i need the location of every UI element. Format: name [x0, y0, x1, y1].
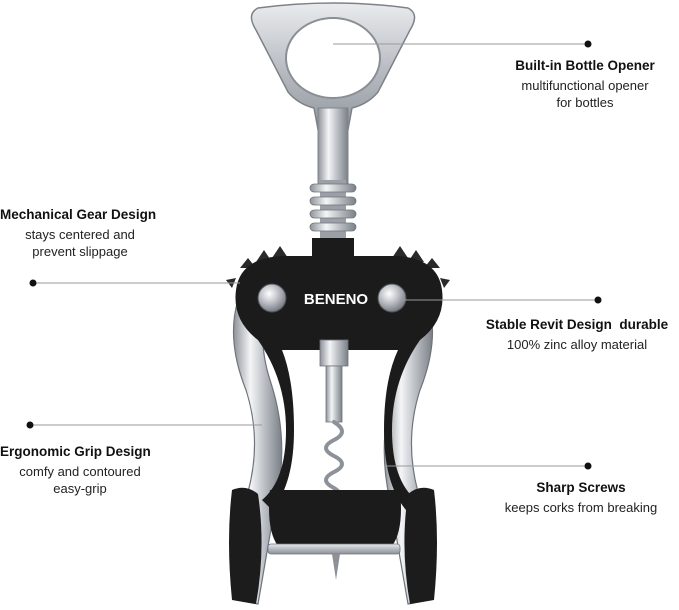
callout-desc-line: comfy and contoured — [19, 464, 141, 479]
callout-revit-design: Stable Revit Design durable 100% zinc al… — [472, 317, 679, 353]
right-rivet — [377, 283, 407, 313]
right-grip — [404, 487, 437, 604]
callout-desc-line: keeps corks from breaking — [504, 500, 658, 515]
callout-desc-line: 100% zinc alloy material — [506, 337, 648, 352]
leader-lines — [30, 43, 598, 467]
callout-sharp-screws: Sharp Screws keeps corks from breaking — [486, 480, 676, 516]
callout-bottle-opener: Built-in Bottle Opener multifunctional o… — [500, 58, 670, 111]
left-grip — [229, 487, 262, 604]
callout-grip-design: Ergonomic Grip Design comfy and contoure… — [0, 444, 170, 497]
callout-title: Built-in Bottle Opener — [515, 58, 655, 73]
center-shaft — [319, 339, 349, 367]
left-rivet — [257, 283, 287, 313]
callout-title: Mechanical Gear Design — [0, 207, 157, 222]
callout-title: Ergonomic Grip Design — [0, 444, 151, 459]
brand-logo: BENENO — [304, 291, 369, 308]
callout-desc-line: easy-grip — [53, 481, 107, 496]
callout-title: Stable Revit Design durable — [485, 317, 669, 332]
base-collar — [269, 490, 401, 546]
callout-title: Sharp Screws — [536, 480, 626, 495]
sharp-screw — [324, 420, 344, 502]
opener-shaft — [317, 107, 349, 187]
leader-dots — [26, 40, 602, 470]
callout-desc-line: multifunctional opener — [521, 78, 649, 93]
callout-gear-design: Mechanical Gear Design stays centered an… — [0, 207, 180, 260]
threaded-rod — [309, 180, 357, 240]
bottle-opener-hole — [285, 17, 381, 99]
callout-desc-line: prevent slippage — [32, 244, 128, 259]
left-lever-arm — [229, 299, 283, 605]
callout-desc-line: stays centered and — [25, 227, 135, 242]
callout-desc-line: for bottles — [556, 95, 614, 110]
